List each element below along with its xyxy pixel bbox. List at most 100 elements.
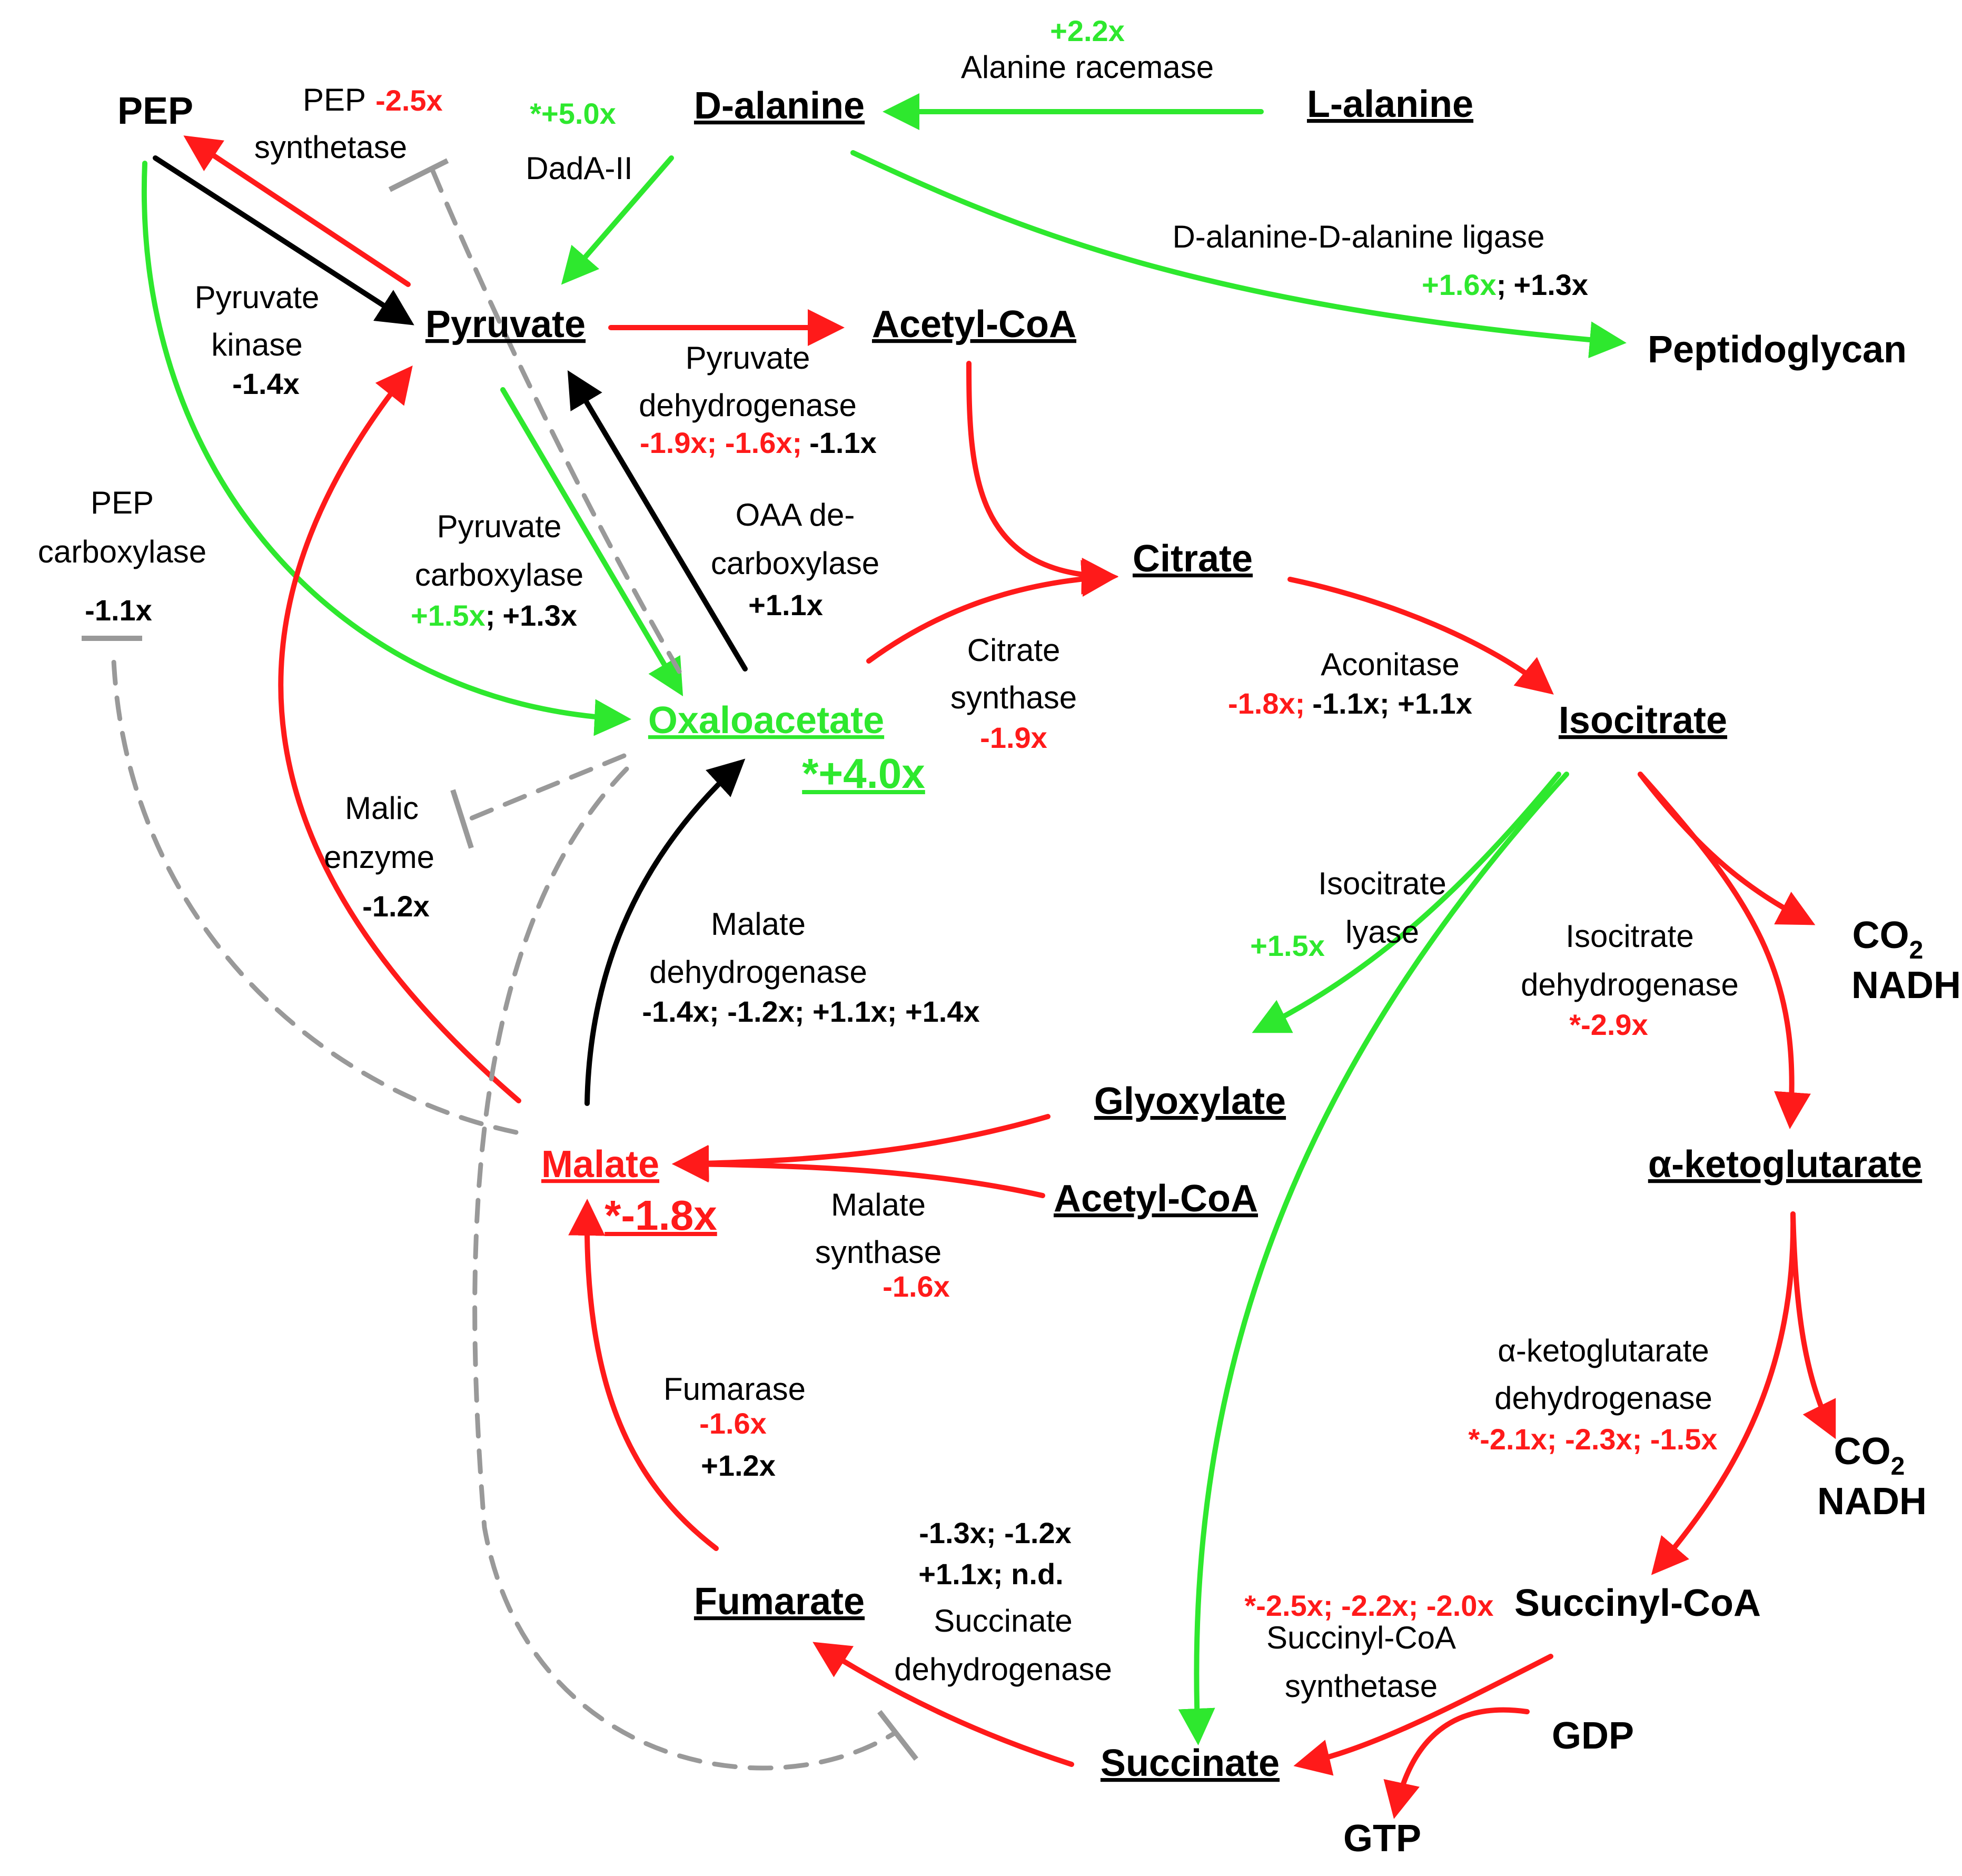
enz-pdh-1: Pyruvate <box>686 340 810 376</box>
enz-fumarase-red: -1.6x <box>699 1407 767 1440</box>
enz-mdh-fold: -1.4x; -1.2x; +1.1x; +1.4x <box>642 995 979 1028</box>
enz-citrate-synthase-2: synthase <box>950 680 1077 715</box>
enz-pep-synthetase-2: synthetase <box>254 130 407 165</box>
arrow-succinylcoa-to-succinate <box>1293 1654 1553 1776</box>
enz-fumarase: Fumarase <box>663 1371 806 1407</box>
aconitase-black: -1.1x; +1.1x <box>1312 687 1472 720</box>
met-succinate: Succinate <box>1101 1742 1280 1784</box>
pdh-red: -1.9x; -1.6x; <box>640 426 802 459</box>
arrow-pyruvate-to-oaa <box>500 387 683 697</box>
enz-sdh-1: Succinate <box>934 1603 1073 1638</box>
met-malate-fold: *-1.8x <box>605 1192 717 1239</box>
met-alpha-ketoglutarate: α-ketoglutarate <box>1648 1143 1922 1186</box>
met-oxaloacetate: Oxaloacetate <box>648 699 884 742</box>
enz-pyruvate-carboxylase-fold: +1.5x;+1.3x <box>411 599 577 632</box>
enz-pep-synthetase-1: PEP-2.5x <box>303 82 443 117</box>
enz-akgdh-2: dehydrogenase <box>1494 1380 1712 1416</box>
enz-dd-ligase: D-alanine-D-alanine ligase <box>1172 219 1544 254</box>
arrow-pyruvate-to-pep <box>183 135 411 287</box>
met-nadh-a: NADH <box>1851 964 1961 1006</box>
inhibit-oaa-to-sdh <box>472 766 898 1771</box>
enz-sdh-fold-2: +1.1x; n.d. <box>918 1557 1063 1591</box>
enz-isocitrate-lyase-1: Isocitrate <box>1318 866 1446 901</box>
arrow-oaa-to-pyruvate <box>567 370 748 672</box>
enz-scs-1: Succinyl-CoA <box>1266 1620 1456 1655</box>
enz-dada: DadA-II <box>526 151 632 186</box>
dd-ligase-black: +1.3x <box>1513 268 1588 301</box>
enz-pyruvate-kinase-2: kinase <box>211 327 302 362</box>
enz-icdh-2: dehydrogenase <box>1521 967 1739 1002</box>
enz-citrate-synthase-fold: -1.9x <box>980 721 1047 754</box>
met-gtp: GTP <box>1343 1818 1421 1860</box>
bar-malic-enzyme <box>450 789 474 849</box>
arrow-citrate-to-isocitrate <box>1287 577 1554 695</box>
enz-dd-ligase-fold: +1.6x;+1.3x <box>1422 268 1588 301</box>
bar-pep-synthetase <box>388 158 449 192</box>
pc-sep: ; <box>485 599 496 632</box>
inhibit-oaa-to-pep-synthetase <box>429 166 682 674</box>
met-pyruvate: Pyruvate <box>425 303 586 345</box>
arrow-isocitrate-to-akg <box>1638 772 1811 1129</box>
enz-isocitrate-lyase-2: lyase <box>1345 914 1419 950</box>
met-citrate: Citrate <box>1133 538 1253 580</box>
enz-pep-carboxylase-fold: -1.1x <box>85 594 152 627</box>
met-pep: PEP <box>117 90 193 132</box>
met-glyoxylate: Glyoxylate <box>1094 1080 1286 1122</box>
enz-pyruvate-kinase-1: Pyruvate <box>195 280 320 315</box>
enz-scs-2: synthetase <box>1285 1668 1438 1704</box>
arrow-acetylcoa-to-citrate <box>966 361 1118 595</box>
inhibitions <box>111 166 898 1771</box>
co2-b-text: CO <box>1834 1430 1891 1473</box>
met-acetyl-coa-top: Acetyl-CoA <box>872 303 1076 345</box>
arrow-malate-to-oaa <box>584 758 746 1106</box>
met-gdp: GDP <box>1552 1715 1634 1757</box>
enz-malic-enzyme-1: Malic <box>345 791 419 826</box>
bar-sdh <box>877 1710 918 1761</box>
inhibit-malate-to-pep-carboxylase <box>111 645 519 1135</box>
enz-isocitrate-lyase-fold: +1.5x <box>1250 929 1325 962</box>
met-co2-a: CO2 <box>1852 914 1924 964</box>
met-malate: Malate <box>541 1143 659 1186</box>
met-peptidoglycan: Peptidoglycan <box>1648 329 1907 371</box>
inhibit-oaa-to-malic-enzyme <box>461 753 627 824</box>
enz-aconitase-fold: -1.8x;-1.1x; +1.1x <box>1228 687 1472 720</box>
arrow-pep-to-pyruvate <box>153 155 414 325</box>
enz-citrate-synthase-1: Citrate <box>967 633 1061 668</box>
enz-aconitase: Aconitase <box>1321 647 1460 682</box>
arrow-isocitrate-to-glyoxylate <box>1252 772 1561 1033</box>
met-succinyl-coa: Succinyl-CoA <box>1514 1582 1761 1624</box>
aconitase-red: -1.8x; <box>1228 687 1305 720</box>
co2-a-text: CO <box>1852 914 1909 956</box>
enz-malate-synthase-fold: -1.6x <box>883 1270 950 1303</box>
enz-malic-enzyme-2: enzyme <box>324 840 434 875</box>
enz-malic-enzyme-fold: -1.2x <box>362 890 430 923</box>
enz-pyruvate-carboxylase-2: carboxylase <box>415 557 583 593</box>
enz-scs-fold: *-2.5x; -2.2x; -2.0x <box>1244 1589 1493 1622</box>
arrow-akg-to-succinylcoa <box>1651 1211 1796 1575</box>
arrow-acetylcoa2-to-malate <box>672 1146 1045 1198</box>
enz-malate-synthase-1: Malate <box>831 1187 926 1222</box>
enz-mdh-1: Malate <box>711 906 806 942</box>
enzyme-labels: +2.2x Alanine racemase PEP-2.5x syntheta… <box>38 14 1739 1704</box>
met-acetyl-coa-bottom: Acetyl-CoA <box>1054 1178 1258 1220</box>
enz-malate-synthase-2: synthase <box>815 1235 942 1270</box>
met-fumarate: Fumarate <box>694 1581 865 1623</box>
dd-ligase-sep: ; <box>1497 268 1507 301</box>
enz-oaa-decarboxylase-2: carboxylase <box>711 546 879 581</box>
met-co2-b: CO2 <box>1834 1430 1905 1480</box>
arrow-pep-to-oaa <box>141 161 631 736</box>
enz-pyruvate-kinase-fold: -1.4x <box>232 367 300 400</box>
arrow-akg-to-co2b <box>1790 1211 1836 1439</box>
enz-akgdh-fold: *-2.1x; -2.3x; -1.5x <box>1468 1423 1717 1456</box>
enz-mdh-2: dehydrogenase <box>649 954 867 990</box>
arrows <box>141 93 1836 1819</box>
pep-synthetase-name: PEP <box>303 82 366 117</box>
enz-alanine-racemase-fold: +2.2x <box>1050 14 1125 47</box>
arrow-oaa-to-citrate <box>866 560 1118 664</box>
enz-sdh-fold-1: -1.3x; -1.2x <box>919 1516 1072 1549</box>
enz-akgdh-1: α-ketoglutarate <box>1498 1333 1709 1368</box>
enz-pep-carboxylase-2: carboxylase <box>38 534 206 569</box>
dd-ligase-green: +1.6x <box>1422 268 1497 301</box>
met-oxaloacetate-fold: *+4.0x <box>802 750 925 797</box>
